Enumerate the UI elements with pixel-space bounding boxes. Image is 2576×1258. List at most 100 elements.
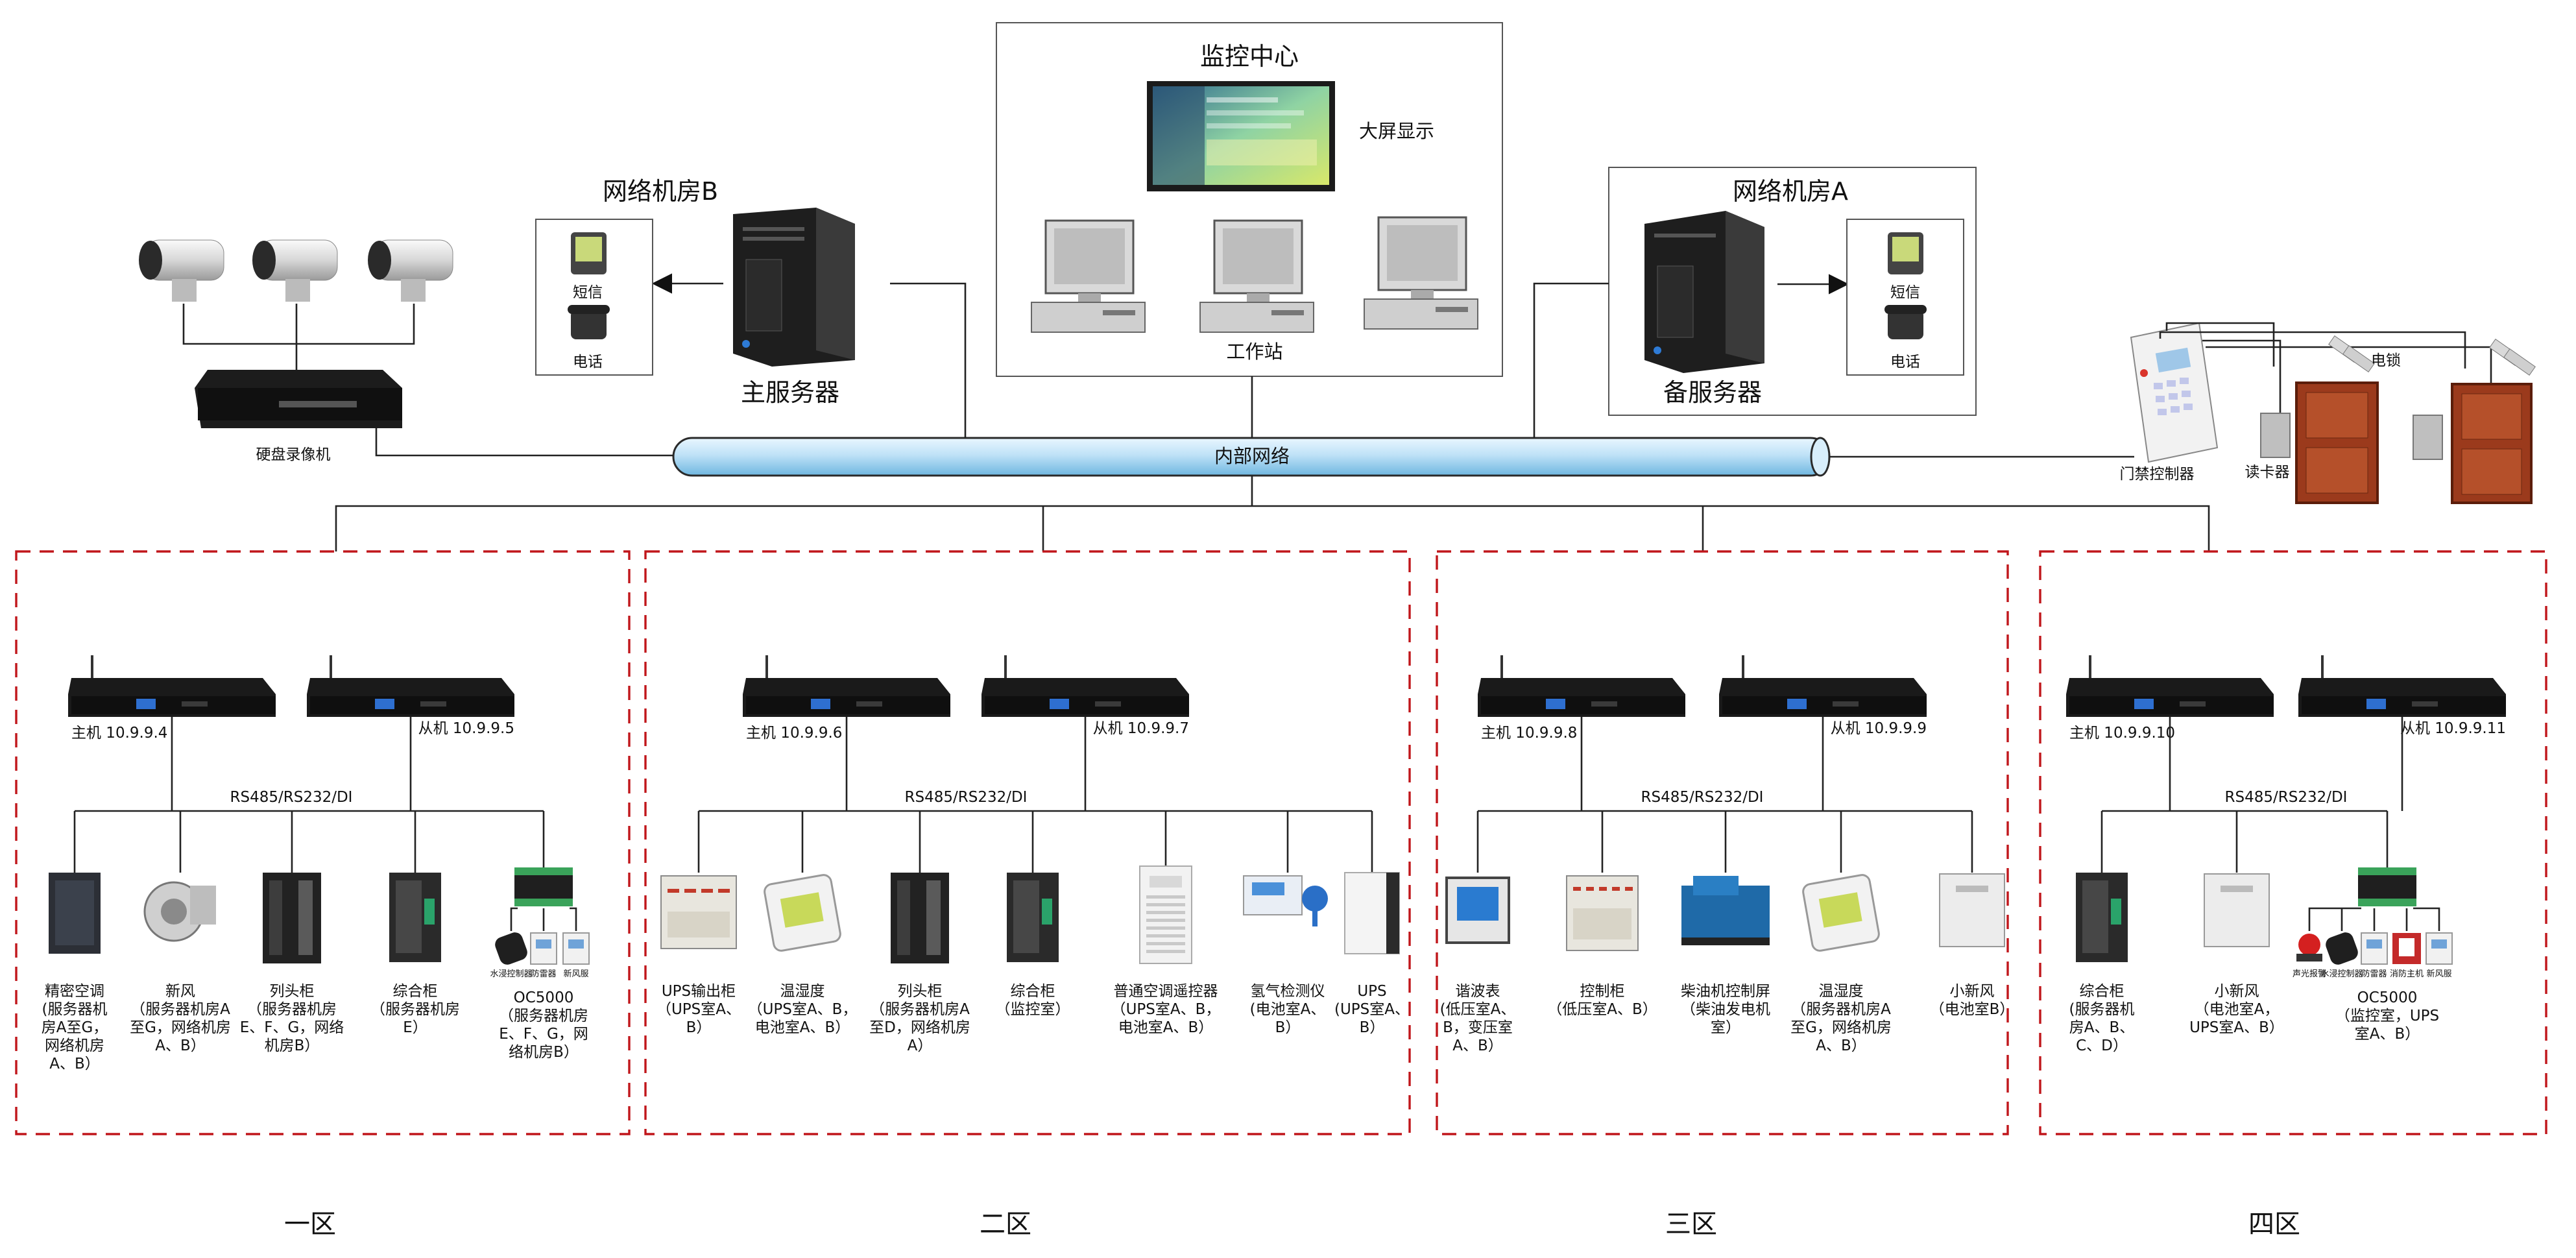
device-label-line: 综合柜 (1011, 983, 1055, 1000)
device-label-line: 机房B） (265, 1037, 320, 1054)
device-label-line: B） (1275, 1019, 1301, 1036)
monitor-center: 监控中心 大屏显示 (996, 22, 1503, 377)
collector-unit-icon (1719, 655, 1927, 717)
electric-lock-icon (2328, 335, 2375, 373)
device-label-line: 精密空调 (45, 983, 104, 1000)
device-label-line: （服务器机房 (370, 1001, 460, 1018)
collector-unit-icon (68, 655, 276, 717)
device-label-line: （服务器机房 (247, 1001, 337, 1018)
device-label-line: （UPS室A、B， (1111, 1001, 1221, 1018)
workstation-icon (1199, 219, 1314, 333)
dvr-label: 硬盘录像机 (256, 446, 331, 463)
device-label-line: 列头柜 (270, 983, 315, 1000)
device-label-line: （电池室A， (2195, 1001, 2280, 1018)
device-label-line: 柴油机控制屏 (1681, 983, 1770, 1000)
sub-device-icon (495, 932, 527, 965)
fresh-air-fan-icon (143, 881, 216, 942)
integrated-cabinet-icon (2076, 873, 2128, 962)
device-label-line: 新风 (165, 983, 195, 1000)
small-fresh-air-icon (1939, 873, 2005, 947)
oc5000-module-icon (2358, 867, 2416, 906)
device-label-line: 电池室A、B） (1118, 1019, 1214, 1036)
device-label-line: 氢气检测仪 (1251, 983, 1325, 1000)
sub-device-label: 防雷器 (2361, 969, 2387, 979)
device-label-line: E、F、G，网络 (240, 1019, 344, 1036)
device-label-line: A、B） (1816, 1037, 1866, 1054)
collector-unit-icon (1478, 655, 1685, 717)
hydrogen-detector-icon (1243, 875, 1328, 926)
telephone-icon (1884, 305, 1927, 339)
device-label-line: (电池室A、 (1250, 1001, 1326, 1018)
device-label-line: 谐波表 (1456, 983, 1500, 1000)
backup-server-icon (1644, 211, 1764, 373)
device-label-line: 至G，网络机房 (1790, 1019, 1892, 1036)
master-unit-label: 主机 10.9.9.10 (2069, 725, 2175, 742)
device-ups-output-cabinet: UPS输出柜（UPS室A、B） (656, 811, 741, 1036)
harmonic-meter-icon (1445, 877, 1510, 944)
sub-device-icon (2326, 932, 2358, 965)
sub-device-icon (562, 932, 590, 965)
device-label-line: 列头柜 (898, 983, 943, 1000)
device-label-line: E、F、G，网 (499, 1026, 588, 1043)
door-icon (2451, 383, 2533, 504)
device-label-line: B，变压室 (1443, 1019, 1513, 1036)
room-b-title: 网络机房B (603, 177, 718, 206)
column-cabinet-icon (263, 873, 321, 963)
device-label-line: 至G，网络机房 (130, 1019, 231, 1036)
device-label-line: （监控室） (996, 1001, 1070, 1018)
device-integrated-cabinet: 综合柜(服务器机房A、B、C、D） (2069, 811, 2134, 1054)
slave-unit-label: 从机 10.9.9.9 (1831, 720, 1927, 737)
zone-label: 一区 (284, 1209, 336, 1239)
integrated-cabinet-icon (389, 873, 441, 962)
device-label-line: （电池室B） (1930, 1001, 2015, 1018)
room-a-sms: 短信 (1890, 284, 1920, 301)
device-label-line: 络机房B） (509, 1044, 579, 1061)
device-label-line: 综合柜 (2080, 983, 2125, 1000)
zone-label: 四区 (2248, 1209, 2300, 1239)
sub-device-label: 水浸控制器 (2320, 969, 2363, 979)
device-label-line: UPS室A、B） (2189, 1019, 2284, 1036)
card-reader-label: 读卡器 (2245, 464, 2290, 481)
device-ac-remote: 普通空调遥控器（UPS室A、B，电池室A、B） (1111, 811, 1221, 1036)
slave-unit-label: 从机 10.9.9.7 (1093, 720, 1189, 737)
device-oc5000-module: 水浸控制器防雷器新风服OC5000（服务器机房E、F、G，网络机房B） (490, 811, 590, 1061)
collector-unit-icon (307, 655, 514, 717)
monitor-center-title: 监控中心 (1200, 42, 1299, 71)
device-label-line: A、B） (155, 1037, 206, 1054)
main-server-icon (733, 208, 855, 367)
backup-server-label: 备服务器 (1663, 378, 1762, 407)
device-label-line: OC5000 (514, 989, 574, 1006)
card-reader-icon (2413, 415, 2443, 460)
collector-unit-icon (743, 655, 950, 717)
device-label-line: 室A、B） (2355, 1026, 2420, 1043)
device-label-line: A、B） (49, 1056, 100, 1072)
master-unit-label: 主机 10.9.9.4 (71, 725, 167, 742)
collector-unit-icon (2298, 655, 2506, 717)
device-label-line: (低压室A、 (1440, 1001, 1516, 1018)
workstation-label: 工作站 (1226, 341, 1282, 363)
device-small-fresh-air: 小新风（电池室B） (1930, 811, 2015, 1018)
access-controller-label: 门禁控制器 (2120, 466, 2195, 483)
camera-icon (252, 239, 338, 302)
sub-device-label: 消防主机 (2390, 969, 2424, 979)
device-label-line: （服务器机房 (499, 1008, 588, 1024)
bus-label: RS485/RS232/DI (2225, 789, 2348, 806)
device-label-line: C、D） (2076, 1037, 2128, 1054)
sub-device-icon (2296, 934, 2322, 962)
device-label-line: 房A至G， (42, 1019, 108, 1036)
sub-device-label: 声光报警 (2293, 969, 2326, 979)
sub-device-label: 防雷器 (531, 969, 556, 979)
device-label-line: A、B） (1452, 1037, 1503, 1054)
device-label-line: 普通空调遥控器 (1114, 983, 1218, 1000)
camera-icon (368, 239, 453, 302)
electric-lock-label: 电锁 (2371, 352, 2401, 369)
sub-device-icon (2426, 932, 2453, 965)
device-label-line: B） (1360, 1019, 1385, 1036)
